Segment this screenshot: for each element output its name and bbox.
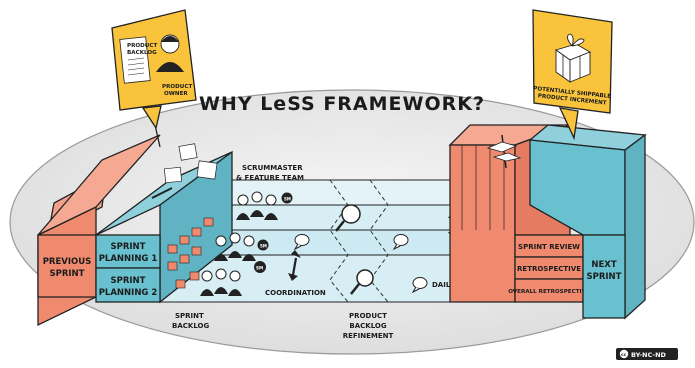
magnifier-icon (335, 204, 361, 232)
sprint-review-label: SPRINT REVIEW (518, 243, 580, 251)
team-label-2: & FEATURE TEAM (236, 174, 304, 182)
sprint-backlog-label-1: SPRINT (175, 312, 204, 320)
po-role-1: PRODUCT (162, 84, 192, 90)
overall-retrospective-label: OVERALL RETROSPECTIVE (508, 289, 590, 295)
signpost-icon (486, 134, 522, 169)
speech-bubble-icon-2 (392, 234, 409, 251)
pbr-label-1: PRODUCT (349, 312, 387, 320)
sprint-planning-1-label-b: PLANNING 1 (99, 254, 158, 264)
license-badge-text: BY-NC-ND (631, 351, 667, 359)
feature-team-bottom-icon: SM (200, 261, 266, 296)
license-badge[interactable]: cc BY-NC-ND (616, 348, 678, 360)
diagram-title: WHY LeSS FRAMEWORK? (199, 93, 485, 115)
magnifier-icon-2 (350, 269, 374, 295)
feature-team-top-icon: SM (236, 191, 293, 220)
coordination-arrow-icon (288, 250, 301, 281)
next-sprint-block: NEXT SPRINT (528, 124, 647, 320)
gift-icon (554, 33, 592, 83)
sprint-track (158, 179, 542, 303)
svg-text:SM: SM (260, 244, 267, 249)
retrospective-label: RETROSPECTIVE (517, 265, 581, 273)
pbr-label-2: BACKLOG (349, 322, 386, 330)
previous-sprint-label-1: PREVIOUS (43, 257, 92, 267)
previous-sprint-label-2: SPRINT (50, 269, 85, 279)
svg-text:SM: SM (284, 197, 291, 202)
product-owner-sign: PRODUCT BACKLOG PRODUCT OWNER (111, 9, 197, 148)
pbr-label-3: REFINEMENT (343, 332, 394, 340)
sprint-planning-2-label-b: PLANNING 2 (99, 288, 158, 298)
product-owner-avatar-icon (156, 34, 184, 72)
svg-text:cc: cc (621, 353, 627, 358)
next-sprint-label-2: SPRINT (587, 272, 622, 282)
po-board-title-2: BACKLOG (127, 50, 157, 56)
sprint-planning-2-label-a: SPRINT (111, 276, 146, 286)
sprint-planning-block: SPRINT PLANNING 1 SPRINT PLANNING 2 (95, 143, 233, 304)
coordination-label: COORDINATION (265, 289, 326, 297)
daily-scrum-bubble-icon (411, 277, 428, 294)
speech-bubble-icon (293, 234, 310, 251)
increment-sign: POTENTIALLY SHIPPABLE PRODUCT INCREMENT (532, 9, 613, 141)
po-role-2: OWNER (164, 91, 188, 97)
feature-team-middle-icon: SM (214, 232, 269, 261)
sprint-planning-1-label-a: SPRINT (111, 242, 146, 252)
previous-sprint-block: PREVIOUS SPRINT (37, 134, 161, 327)
scrum-master-badge: SM (256, 266, 263, 271)
po-board-title-1: PRODUCT (127, 43, 157, 49)
team-label-1: SCRUMMASTER (242, 164, 303, 172)
sprint-backlog-label-2: BACKLOG (172, 322, 209, 330)
next-sprint-label-1: NEXT (591, 260, 616, 270)
